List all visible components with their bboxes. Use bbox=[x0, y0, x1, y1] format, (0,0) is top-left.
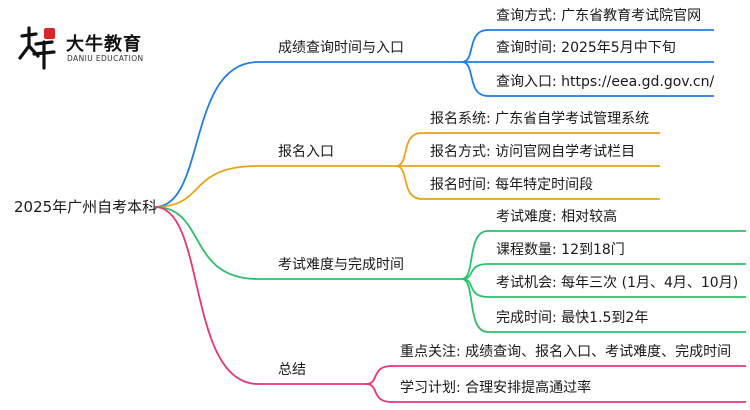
leaf-node-3-4: 完成时间: 最快1.5到2年 bbox=[496, 310, 649, 326]
leaf-link-2-3 bbox=[395, 165, 423, 200]
leaf-node-2-1: 报名系统: 广东省自学考试管理系统 bbox=[430, 111, 650, 127]
leaf-link-4-2 bbox=[365, 383, 393, 403]
leaf-node-4-2: 学习计划: 合理安排提高通过率 bbox=[400, 380, 592, 396]
branch-node-4: 总结 bbox=[278, 362, 306, 378]
leaf-link-3-4 bbox=[461, 278, 489, 333]
branch-link-4 bbox=[154, 206, 259, 385]
leaf-node-3-3: 考试机会: 每年三次 (1月、4月、10月) bbox=[496, 275, 739, 291]
logo-name-en: DANIU EDUCATION bbox=[67, 54, 144, 63]
leaf-link-1-1 bbox=[461, 29, 489, 63]
leaf-node-1-3: 查询入口: https://eea.gd.gov.cn/ bbox=[496, 74, 715, 90]
branch-node-3: 考试难度与完成时间 bbox=[278, 257, 404, 273]
branch-link-1 bbox=[154, 61, 259, 208]
leaf-link-4-1 bbox=[365, 365, 393, 385]
logo-name-cn: 大牛教育 bbox=[66, 34, 142, 55]
leaf-node-3-2: 课程数量: 12到18门 bbox=[496, 242, 625, 258]
branch-link-3 bbox=[154, 206, 259, 280]
leaf-link-1-3 bbox=[461, 61, 489, 97]
leaf-node-2-2: 报名方式: 访问官网自学考试栏目 bbox=[430, 144, 636, 160]
branch-link-2 bbox=[154, 165, 259, 208]
root-node: 2025年广州自考本科 bbox=[14, 198, 158, 216]
daniu-seal-icon bbox=[18, 26, 56, 70]
brand-logo: 大牛教育 DANIU EDUCATION bbox=[14, 24, 164, 70]
branch-node-1: 成绩查询时间与入口 bbox=[278, 40, 404, 56]
leaf-node-4-1: 重点关注: 成绩查询、报名入口、考试难度、完成时间 bbox=[400, 344, 732, 360]
leaf-node-3-1: 考试难度: 相对较高 bbox=[496, 209, 618, 225]
leaf-node-2-3: 报名时间: 每年特定时间段 bbox=[430, 177, 594, 193]
leaf-node-1-2: 查询时间: 2025年5月中下旬 bbox=[496, 40, 676, 56]
leaf-link-2-1 bbox=[395, 132, 423, 167]
branch-node-2: 报名入口 bbox=[278, 144, 334, 160]
mindmap-links bbox=[154, 29, 746, 403]
leaf-node-1-1: 查询方式: 广东省教育考试院官网 bbox=[496, 8, 702, 24]
leaf-link-3-1 bbox=[461, 230, 489, 280]
